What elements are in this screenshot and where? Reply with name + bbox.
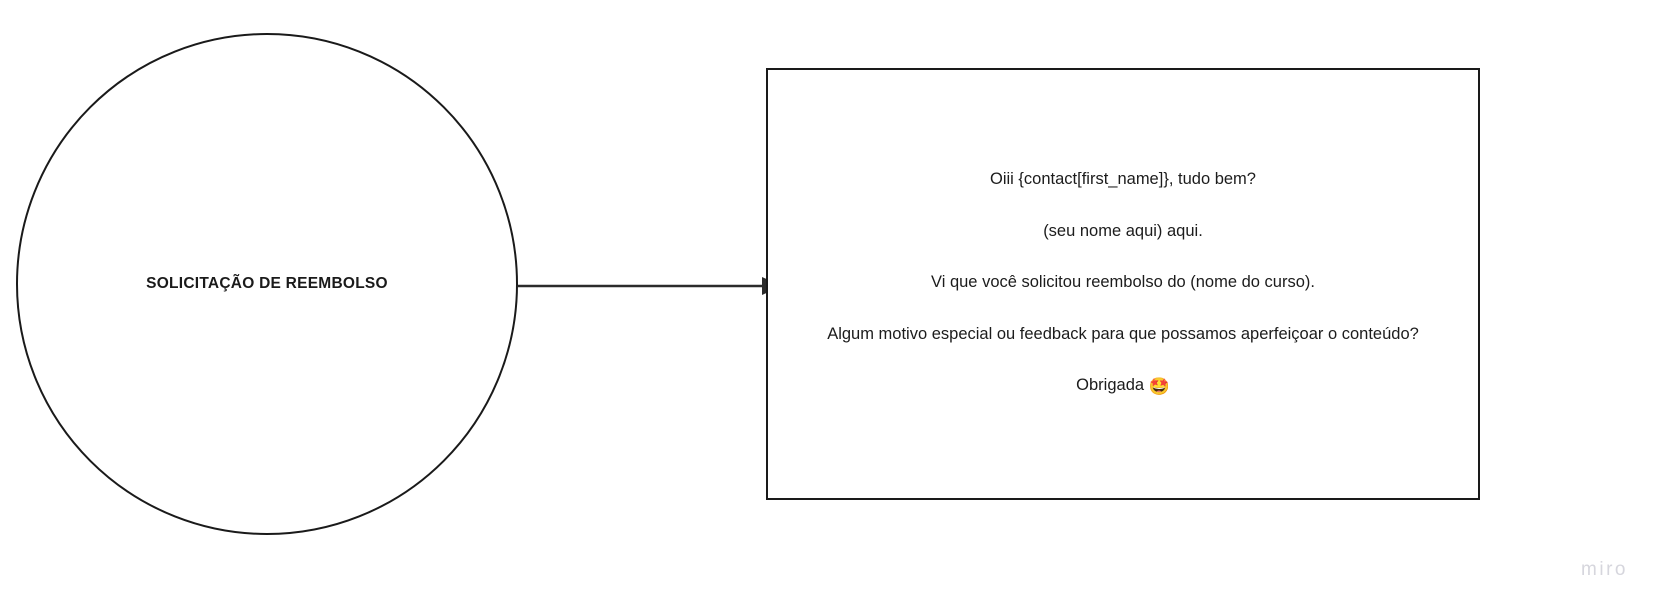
circle-node-label: SOLICITAÇÃO DE REEMBOLSO [146, 274, 388, 292]
message-line-4: Algum motivo especial ou feedback para q… [827, 324, 1419, 343]
message-line-5-text: Obrigada [1076, 376, 1145, 395]
message-line-1: Oiii {contact[first_name]}, tudo bem? [990, 170, 1256, 189]
connector-arrow[interactable] [514, 258, 782, 314]
arrow-right-icon [518, 277, 782, 295]
message-line-3: Vi que você solicitou reembolso do (nome… [931, 273, 1315, 292]
message-line-5: Obrigada 🤩 [790, 373, 1456, 400]
star-struck-emoji-icon: 🤩 [1148, 377, 1170, 397]
miro-watermark: miro [1581, 559, 1628, 580]
message-text-block: Oiii {contact[first_name]}, tudo bem? (s… [768, 167, 1478, 401]
message-rectangle-node[interactable]: Oiii {contact[first_name]}, tudo bem? (s… [766, 68, 1480, 500]
message-line-2: (seu nome aqui) aqui. [1043, 221, 1203, 240]
circle-shape-node[interactable]: SOLICITAÇÃO DE REEMBOLSO [16, 33, 518, 535]
